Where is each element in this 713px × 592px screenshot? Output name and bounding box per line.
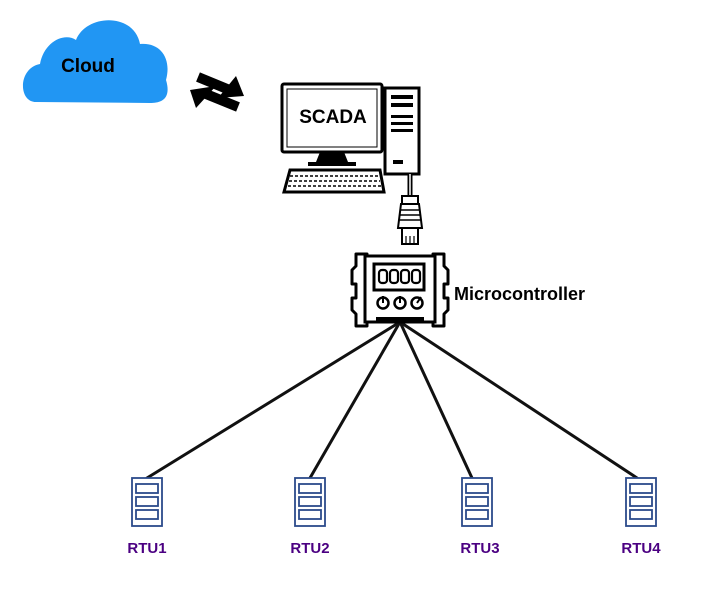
link-rtu2 [308,320,402,480]
scada-label: SCADA [299,107,367,128]
cloud-node: Cloud [22,20,168,103]
scada-computer: SCADA [280,82,421,194]
rtu-icon [461,477,493,527]
cloud-label: Cloud [61,56,115,77]
rtu2-label: RTU2 [290,540,329,557]
rtu-icon [131,477,163,527]
link-rtu1 [145,320,402,480]
rtu3-label: RTU3 [460,540,499,557]
rtu1-label: RTU1 [127,540,166,557]
rtu2-node: RTU2 [290,477,330,557]
desktop-computer-icon [280,82,421,194]
ethernet-cable-icon [396,174,424,245]
rtu-icon [294,477,326,527]
rtu1-node: RTU1 [127,477,167,557]
microcontroller-icon [350,252,450,328]
rtu4-label: RTU4 [621,540,661,557]
connection-lines [145,320,639,480]
rtu3-node: RTU3 [460,477,500,557]
microcontroller-node: Microcontroller [350,252,585,328]
rtu-icon [625,477,657,527]
sync-arrows-icon [190,72,244,112]
microcontroller-label: Microcontroller [454,284,585,304]
link-rtu4 [398,320,639,480]
link-rtu3 [398,320,474,480]
cloud-icon [22,20,168,103]
rtu4-node: RTU4 [621,477,661,557]
